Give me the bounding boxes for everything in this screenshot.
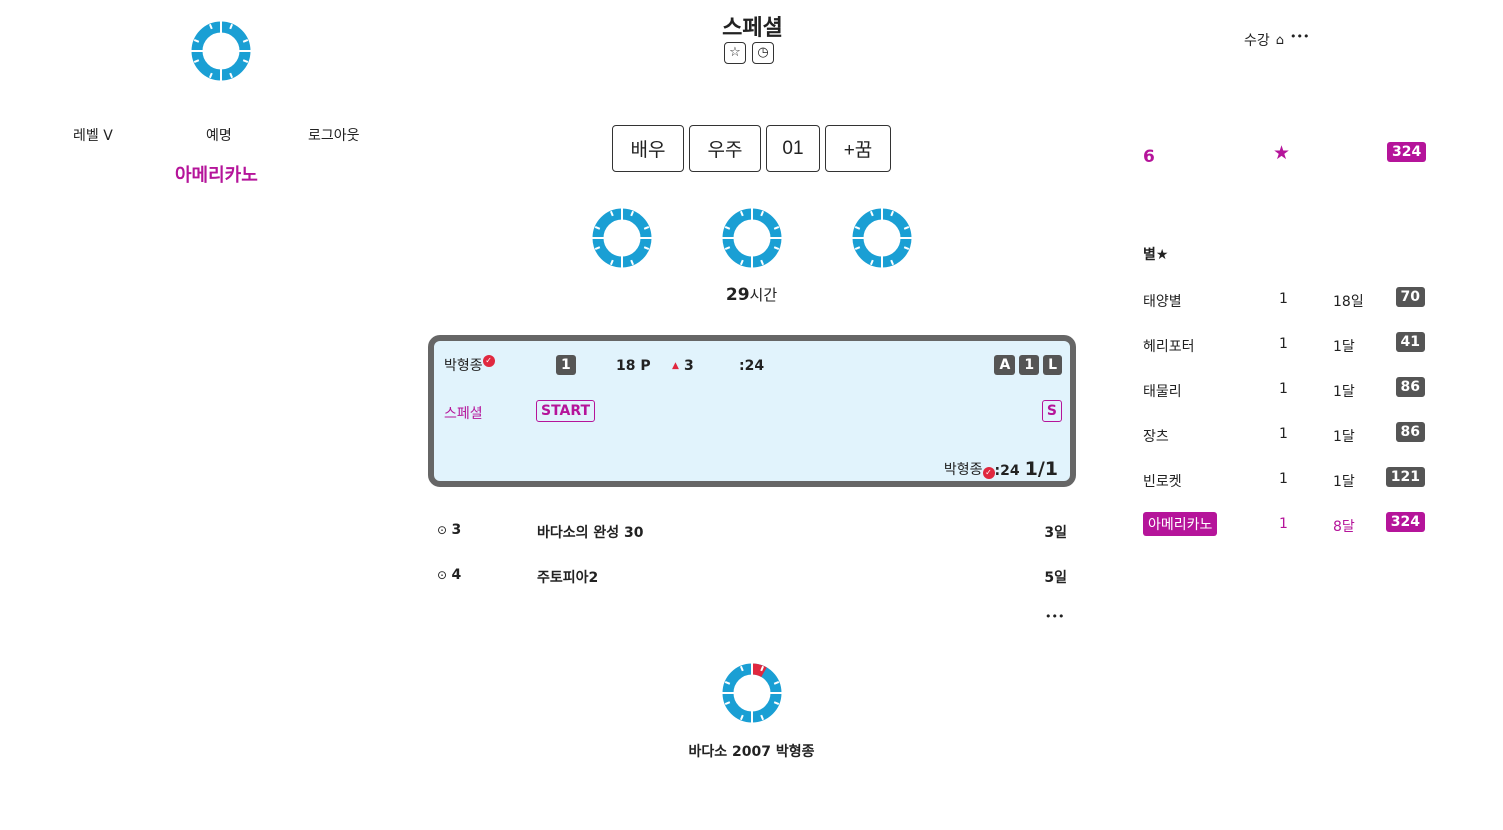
- row-score: 121: [1385, 467, 1425, 487]
- avatar-ring-1: [591, 207, 653, 269]
- row-period: 1달: [1333, 384, 1355, 400]
- verified-icon: ✓: [482, 355, 495, 367]
- item-title[interactable]: 바다소의 완성 30: [537, 525, 644, 541]
- row-count: 1: [1279, 336, 1288, 352]
- row-count: 1: [1279, 291, 1288, 307]
- duration-value: 29: [725, 285, 750, 305]
- ranking-row[interactable]: 장츠 1 1달 86: [1143, 422, 1425, 448]
- row-score: 41: [1395, 332, 1425, 352]
- card-user-name[interactable]: 박형종: [444, 358, 483, 374]
- rank-badge: 1: [556, 355, 576, 375]
- row-count: 1: [1279, 516, 1288, 532]
- home-icon[interactable]: ⌂: [1275, 32, 1285, 48]
- footer-caption: 바다소 2007 박형종: [688, 744, 815, 760]
- verified-icon: ✓: [982, 467, 995, 479]
- clock-icon[interactable]: ◷: [752, 42, 774, 64]
- ranking-row[interactable]: 태물리 1 1달 86: [1143, 377, 1425, 403]
- number-button[interactable]: 01: [766, 125, 820, 172]
- footer-user-name[interactable]: 박형종: [943, 462, 983, 478]
- actor-button[interactable]: 배우: [612, 125, 684, 172]
- score-badge: 324: [1387, 142, 1427, 162]
- footer-time: :24: [994, 463, 1020, 479]
- logout-link[interactable]: 로그아웃: [308, 128, 360, 144]
- card-category[interactable]: 스페셜: [444, 406, 483, 422]
- progress-ring: [721, 662, 783, 724]
- card-time: :24: [739, 358, 765, 374]
- row-count: 1: [1279, 381, 1288, 397]
- row-name[interactable]: 아메리카노: [1143, 512, 1218, 536]
- list-more-button[interactable]: •••: [1045, 610, 1065, 623]
- start-button[interactable]: START: [536, 400, 596, 422]
- list-item[interactable]: ⊙ 3 바다소의 완성 30 3일: [437, 522, 1067, 541]
- page-title: 스페셜: [722, 16, 783, 41]
- star-outline-icon[interactable]: ☆: [724, 42, 746, 64]
- add-dream-button[interactable]: +꿈: [825, 125, 891, 172]
- avatar-ring-2: [721, 207, 783, 269]
- star-icon[interactable]: ★: [1273, 142, 1291, 164]
- duration-unit: 시간: [749, 286, 778, 304]
- points: 18 P: [616, 358, 651, 374]
- nickname: 아메리카노: [175, 165, 258, 186]
- row-name[interactable]: 헤리포터: [1143, 339, 1195, 355]
- session-card[interactable]: 박형종✓ 1 18 P ▲ 3 :24 A 1 L 스페셜 START S 박형…: [428, 335, 1076, 487]
- badge-1: 1: [1019, 355, 1040, 375]
- row-name[interactable]: 태양별: [1143, 294, 1182, 310]
- row-period: 8달: [1333, 519, 1355, 535]
- section-title: 별★: [1143, 247, 1169, 263]
- row-name[interactable]: 태물리: [1143, 384, 1182, 400]
- ranking-row[interactable]: 빈로켓 1 1달 121: [1143, 467, 1425, 493]
- space-button[interactable]: 우주: [689, 125, 761, 172]
- name-label[interactable]: 예명: [206, 128, 232, 144]
- row-score: 70: [1395, 287, 1425, 307]
- item-number: 3: [451, 522, 462, 538]
- row-period: 1달: [1333, 474, 1355, 490]
- badge-l: L: [1043, 355, 1062, 375]
- s-badge[interactable]: S: [1041, 400, 1062, 422]
- row-count: 1: [1279, 471, 1288, 487]
- list-item[interactable]: ⊙ 4 주토피아2 5일: [437, 567, 1067, 586]
- item-number: 4: [451, 567, 462, 583]
- ranking-row[interactable]: 태양별 1 18일 70: [1143, 287, 1425, 313]
- play-icon: ⊙: [437, 568, 448, 582]
- row-period: 18일: [1333, 294, 1364, 310]
- row-count: 1: [1279, 426, 1288, 442]
- play-icon: ⊙: [437, 523, 448, 537]
- row-period: 1달: [1333, 429, 1355, 445]
- row-name[interactable]: 장츠: [1143, 429, 1169, 445]
- up-arrow-icon: ▲: [672, 361, 679, 371]
- more-menu-button[interactable]: •••: [1290, 29, 1310, 43]
- course-link[interactable]: 수강: [1244, 33, 1270, 49]
- avatar-ring-3: [851, 207, 913, 269]
- item-ago: 5일: [1044, 570, 1067, 586]
- footer-count: 1/1: [1024, 458, 1058, 480]
- right-count: 6: [1143, 147, 1155, 167]
- up-value: 3: [684, 358, 694, 374]
- item-title[interactable]: 주토피아2: [537, 570, 599, 586]
- level-link[interactable]: 레벨 V: [73, 128, 113, 144]
- row-score: 324: [1385, 512, 1425, 532]
- ranking-row[interactable]: 아메리카노 1 8달 324: [1143, 512, 1425, 538]
- row-name[interactable]: 빈로켓: [1143, 474, 1182, 490]
- row-score: 86: [1395, 377, 1425, 397]
- badge-a: A: [994, 355, 1016, 375]
- row-period: 1달: [1333, 339, 1355, 355]
- row-score: 86: [1395, 422, 1425, 442]
- logo-ring: [190, 20, 252, 82]
- item-ago: 3일: [1044, 525, 1067, 541]
- ranking-row[interactable]: 헤리포터 1 1달 41: [1143, 332, 1425, 358]
